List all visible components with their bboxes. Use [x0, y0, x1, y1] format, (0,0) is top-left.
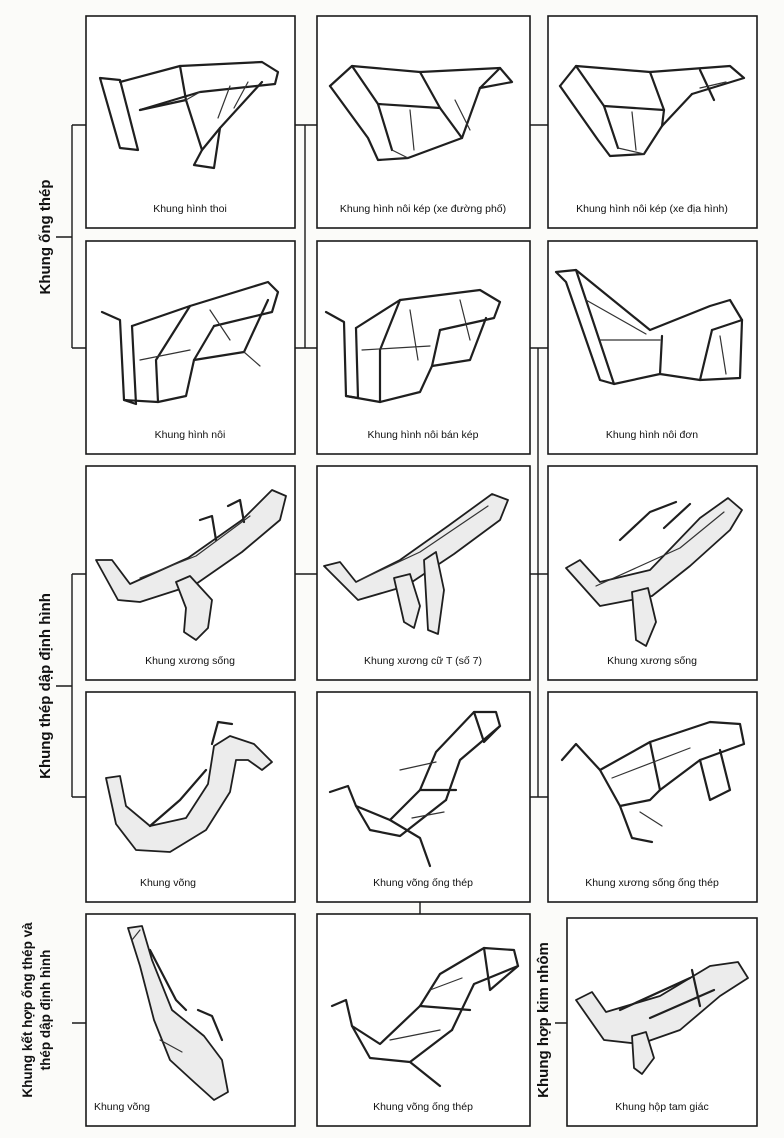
frame-card-r2c1: Khung hình nôi	[85, 240, 296, 455]
frame-card-r5c2: Khung võng ống thép	[316, 913, 531, 1127]
frame-illustration	[558, 64, 746, 158]
frame-card-r2c3: Khung hình nôi đơn	[547, 240, 758, 455]
group-label-aluminum: Khung hợp kim nhôm	[535, 942, 552, 1098]
frame-caption: Khung xương sống	[145, 655, 235, 667]
frame-card-r1c1: Khung hình thoi	[85, 15, 296, 229]
frame-caption: Khung hình thoi	[153, 203, 227, 215]
frame-caption: Khung hình nôi kép (xe địa hình)	[576, 203, 728, 215]
frame-card-r4c1: Khung võng	[85, 691, 296, 903]
frame-illustration	[95, 489, 287, 641]
group-label-pressed-steel: Khung thép dập định hình	[37, 593, 54, 779]
frame-caption: Khung xương sống	[607, 655, 697, 667]
frame-card-r5c3: Khung hộp tam giác	[566, 917, 758, 1127]
frame-caption: Khung võng ống thép	[373, 877, 473, 889]
frame-illustration	[554, 268, 744, 386]
frame-illustration	[127, 925, 229, 1101]
frame-caption: Khung võng	[94, 1101, 150, 1113]
frame-illustration	[565, 497, 743, 647]
frame-illustration	[324, 288, 502, 404]
group-label-combined-line2: thép dập định hình	[38, 950, 53, 1071]
frame-caption: Khung hộp tam giác	[615, 1101, 708, 1113]
frame-card-r4c2: Khung võng ống thép	[316, 691, 531, 903]
group-label-combined-line1: Khung kết hợp ống thép và	[20, 922, 35, 1098]
frame-caption: Khung võng ống thép	[373, 1101, 473, 1113]
frame-illustration	[328, 710, 502, 868]
frame-card-r3c1: Khung xương sống	[85, 465, 296, 681]
frame-illustration	[328, 64, 514, 162]
frame-illustration	[330, 946, 520, 1088]
frame-caption: Khung hình nôi bán kép	[368, 429, 479, 441]
frame-caption: Khung hình nôi đơn	[606, 429, 698, 441]
frame-caption: Khung võng	[140, 877, 196, 889]
frame-card-r1c2: Khung hình nôi kép (xe đường phố)	[316, 15, 531, 229]
frame-illustration	[575, 961, 749, 1075]
frame-illustration	[560, 720, 746, 844]
frame-caption: Khung hình nôi	[155, 429, 226, 441]
frame-card-r5c1: Khung võng	[85, 913, 296, 1127]
frame-illustration	[323, 493, 509, 635]
frame-illustration	[105, 720, 273, 853]
frame-caption: Khung xương sống ống thép	[585, 877, 719, 889]
frame-card-r2c2: Khung hình nôi bán kép	[316, 240, 531, 455]
frame-illustration	[100, 280, 280, 406]
frame-card-r4c3: Khung xương sống ống thép	[547, 691, 758, 903]
frame-card-r3c3: Khung xương sống	[547, 465, 758, 681]
frame-card-r1c3: Khung hình nôi kép (xe địa hình)	[547, 15, 758, 229]
frame-card-r3c2: Khung xương cữ T (số 7)	[316, 465, 531, 681]
frame-caption: Khung hình nôi kép (xe đường phố)	[340, 203, 506, 215]
group-label-steel-tube: Khung ống thép	[37, 180, 54, 295]
connector-lines	[56, 124, 567, 1024]
frame-caption: Khung xương cữ T (số 7)	[364, 655, 482, 667]
frame-illustration	[98, 60, 280, 170]
